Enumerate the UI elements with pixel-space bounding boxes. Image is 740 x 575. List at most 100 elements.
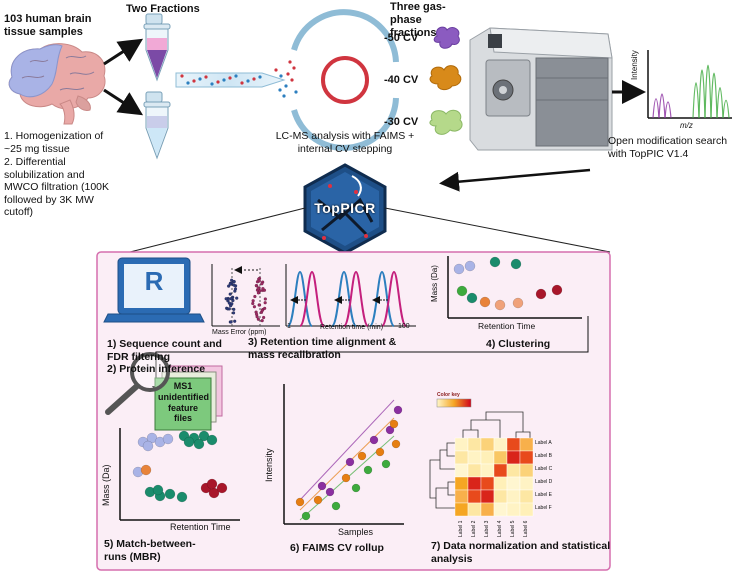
cv-label-30: -30 CV bbox=[384, 116, 419, 128]
spectrum-peak bbox=[664, 101, 672, 119]
rollup-point bbox=[369, 435, 379, 445]
rollup-point bbox=[341, 473, 351, 483]
spectrum-plot bbox=[647, 50, 732, 119]
mass-error-point bbox=[234, 296, 239, 300]
cluster-point bbox=[494, 299, 506, 311]
heatmap-row-label: Label C bbox=[535, 466, 553, 472]
connector-to-mbr bbox=[152, 316, 589, 394]
step-solubilization: 2. Differential solubilization and MWCO … bbox=[4, 156, 110, 219]
step4-label: 4) Clustering bbox=[486, 338, 551, 350]
mass-error-point bbox=[231, 311, 236, 315]
samples-title: 103 human brain tissue samples bbox=[4, 13, 92, 39]
heatmap-row-label: Label E bbox=[535, 492, 552, 498]
mass-error-point bbox=[263, 300, 267, 305]
clustering-plot bbox=[447, 256, 582, 319]
mass-error-point bbox=[227, 307, 232, 311]
mass-error-point bbox=[263, 297, 268, 301]
rollup-ylabel: Intensity bbox=[264, 448, 274, 482]
mass-error-point bbox=[260, 318, 264, 323]
rollup-point bbox=[313, 495, 323, 505]
mass-error-point bbox=[233, 287, 238, 291]
mass-error-point bbox=[251, 298, 255, 303]
spectrum-peak bbox=[692, 82, 700, 119]
rollup-point bbox=[375, 447, 385, 457]
spectrum-peak bbox=[658, 93, 666, 119]
cluster-ylabel: Mass (Da) bbox=[430, 265, 439, 302]
capillary-icon bbox=[175, 60, 298, 98]
rollup-point bbox=[381, 459, 391, 469]
ion-dot bbox=[216, 80, 220, 84]
rt-peak-before bbox=[331, 270, 357, 327]
arrow-to-fraction-2 bbox=[103, 88, 144, 116]
ion-dot bbox=[252, 77, 256, 81]
tube-fraction-2-icon bbox=[143, 91, 171, 160]
rollup-point bbox=[385, 425, 395, 435]
r-logo: R bbox=[144, 266, 164, 296]
rollup-point bbox=[345, 457, 355, 467]
mass-error-point bbox=[260, 282, 264, 286]
ion-dot bbox=[292, 66, 296, 70]
rollup-point bbox=[325, 487, 335, 497]
mass-error-point bbox=[258, 289, 262, 293]
brain-icon bbox=[8, 43, 106, 125]
gas-phase-title: Three gas-phase fractions bbox=[390, 1, 446, 40]
ion-dot bbox=[258, 75, 262, 79]
step-homogenization: 1. Homogenization of ~25 mg tissue bbox=[4, 130, 104, 155]
rollup-point bbox=[331, 501, 341, 511]
mass-error-point bbox=[232, 319, 237, 323]
heatmap-col-label: Label 5 bbox=[510, 520, 516, 537]
cv-label-40: -40 CV bbox=[384, 74, 419, 86]
mass-error-point bbox=[227, 301, 232, 305]
mass-error-point bbox=[228, 303, 233, 308]
cluster-point bbox=[489, 256, 501, 268]
ion-dot bbox=[192, 79, 196, 83]
mass-error-point bbox=[262, 306, 267, 311]
cluster-point bbox=[456, 285, 468, 297]
mass-error-point bbox=[254, 312, 259, 317]
mass-error-point bbox=[228, 292, 232, 296]
mass-error-label: Mass Error (ppm) bbox=[212, 329, 267, 336]
spectrum-xlabel: m/z bbox=[680, 121, 693, 130]
rollup-point bbox=[301, 511, 311, 521]
ion-dot bbox=[290, 78, 294, 82]
mass-error-point bbox=[253, 294, 257, 299]
mass-error-point bbox=[224, 296, 228, 301]
cv40-protein-icon bbox=[429, 65, 462, 91]
ion-dot bbox=[198, 77, 202, 81]
fractions-title: Two Fractions bbox=[126, 3, 200, 15]
mass-error-point bbox=[252, 304, 257, 309]
ion-dot bbox=[228, 76, 232, 80]
cluster-point bbox=[510, 258, 522, 270]
mbr-ylabel: Mass (Da) bbox=[101, 464, 111, 506]
heatmap-row-label: Label F bbox=[535, 505, 552, 511]
rollup-point bbox=[393, 405, 403, 415]
rollup-plot bbox=[283, 384, 404, 525]
arrow-to-toppicr bbox=[439, 168, 591, 192]
mass-error-point bbox=[257, 303, 262, 307]
mbr-point bbox=[206, 478, 218, 490]
cluster-point bbox=[551, 284, 563, 296]
rt-peak-after bbox=[299, 270, 325, 327]
step3-label: 3) Retention time alignment & mass recal… bbox=[248, 336, 397, 361]
cluster-point bbox=[535, 288, 547, 300]
mbr-point bbox=[216, 482, 228, 494]
spectrum-ylabel: Intensity bbox=[630, 50, 639, 80]
ion-dot bbox=[210, 82, 214, 86]
cluster-point bbox=[464, 260, 476, 272]
cv30-protein-icon bbox=[429, 109, 463, 135]
step5-label: 5) Match-between-runs (MBR) bbox=[104, 538, 196, 563]
lcms-caption: LC-MS analysis with FAIMS + internal CV … bbox=[275, 130, 415, 155]
heatmap bbox=[429, 398, 534, 517]
cluster-point bbox=[479, 296, 491, 308]
ion-dot bbox=[282, 94, 286, 98]
mass-error-point bbox=[256, 317, 261, 321]
spectrum-peak bbox=[716, 87, 724, 119]
cluster-point bbox=[512, 297, 524, 309]
tube-fraction-1-icon bbox=[143, 13, 171, 82]
heatmap-col-label: Label 1 bbox=[458, 520, 464, 537]
magnifier-icon bbox=[105, 352, 170, 415]
heatmap-col-label: Label 4 bbox=[497, 520, 503, 537]
mass-error-point bbox=[232, 307, 236, 312]
rt-peak-before bbox=[287, 270, 313, 327]
